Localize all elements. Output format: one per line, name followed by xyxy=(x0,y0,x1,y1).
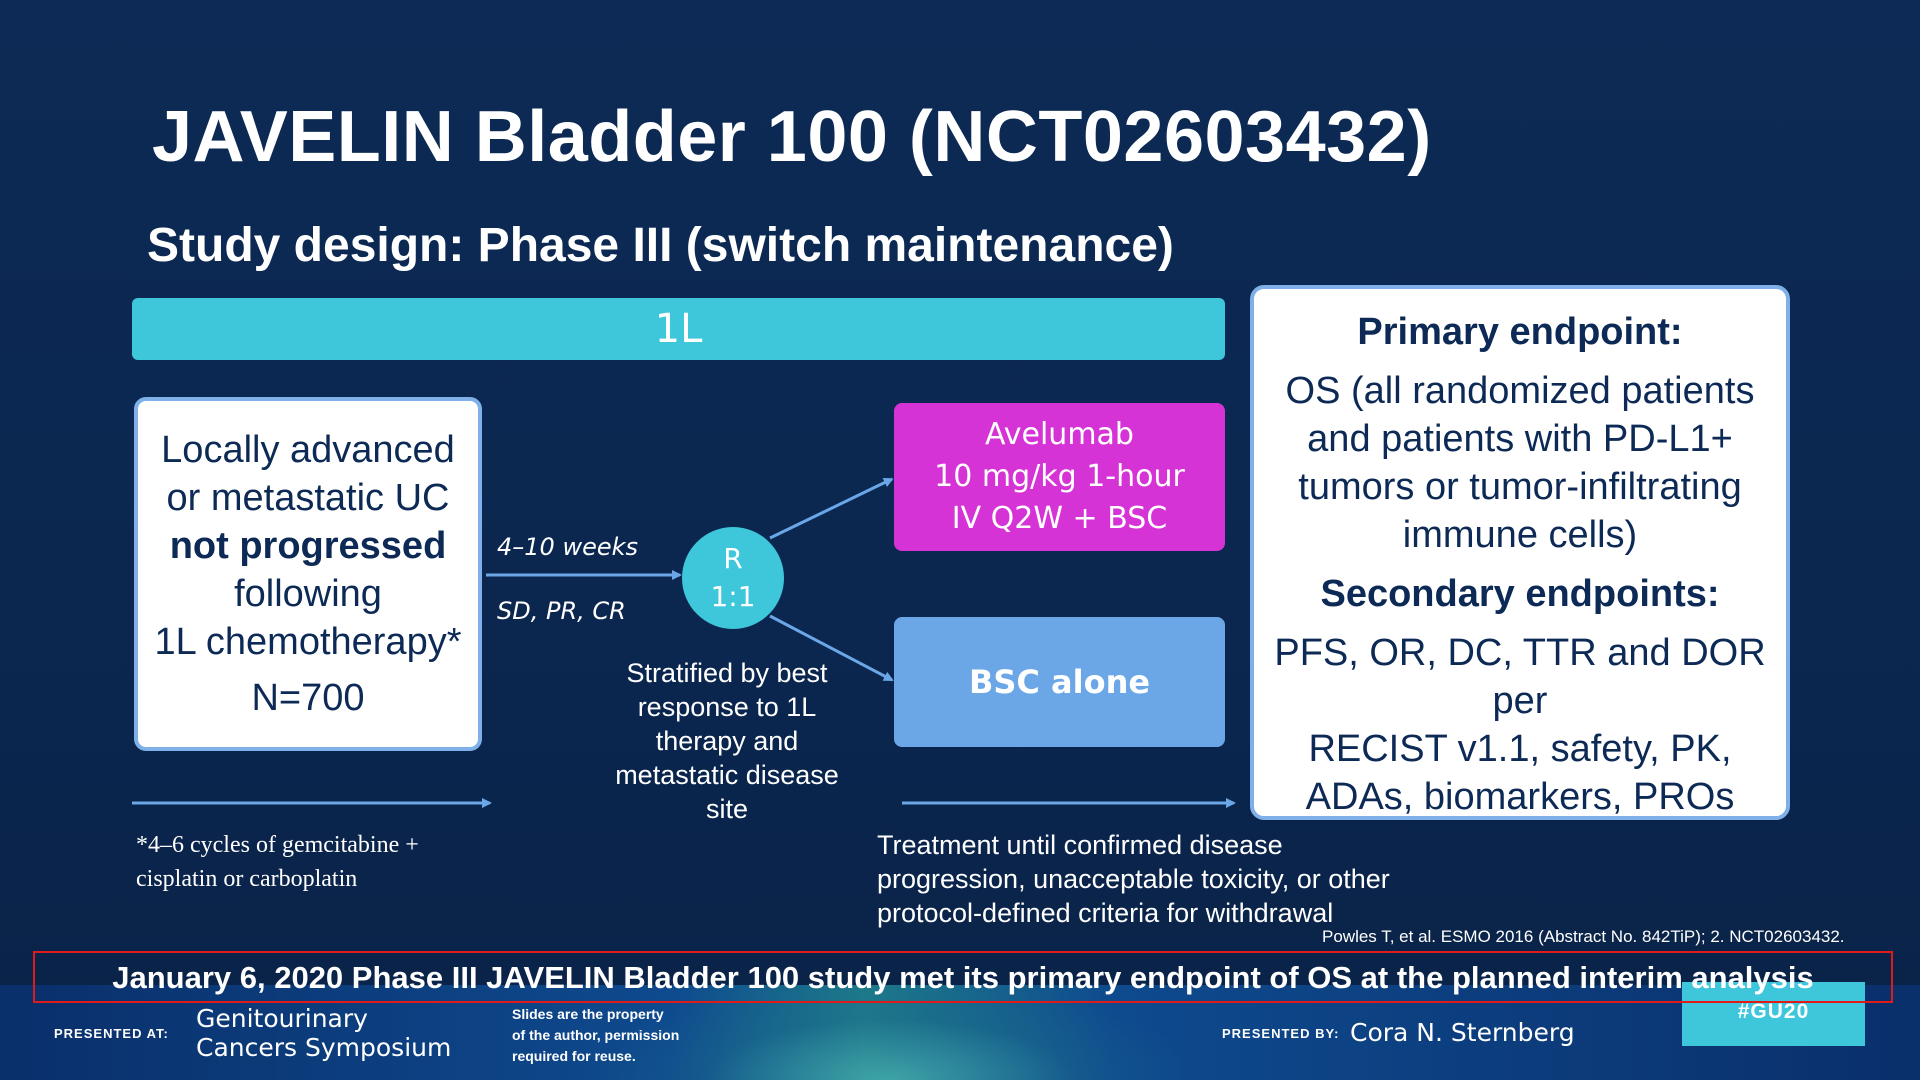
response-label: SD, PR, CR xyxy=(497,597,626,625)
arrow-to-arm-b xyxy=(769,614,894,682)
symposium-line-2: Cancers Symposium xyxy=(196,1033,452,1062)
slide-title: JAVELIN Bladder 100 (NCT02603432) xyxy=(152,97,1432,177)
patient-line-2: or metastatic UC xyxy=(166,477,450,519)
primary-endpoint-line-1: OS (all randomized patients xyxy=(1285,370,1755,412)
property-line-2: of the author, permission xyxy=(512,1027,680,1043)
reference-citation: Powles T, et al. ESMO 2016 (Abstract No.… xyxy=(1322,927,1845,946)
stratification-text: Stratified by best response to 1L therap… xyxy=(615,658,839,824)
line-of-therapy-band: 1L xyxy=(132,298,1225,360)
endpoints-box: Primary endpoint: OS (all randomized pat… xyxy=(1250,285,1790,820)
footer-bar xyxy=(0,985,1920,1080)
symposium-logo-text: Genitourinary Cancers Symposium xyxy=(196,1004,451,1062)
slide-property-notice: Slides are the property of the author, p… xyxy=(512,1004,679,1067)
primary-endpoint-line-2: and patients with PD-L1+ xyxy=(1307,418,1733,460)
bsc-arm-box: BSC alone xyxy=(894,617,1225,747)
secondary-endpoint-line-3: RECIST v1.1, safety, PK, xyxy=(1308,728,1732,770)
randomization-circle: R 1:1 xyxy=(682,527,784,629)
primary-endpoint-line-4: immune cells) xyxy=(1402,514,1638,556)
arm-a-line-1: Avelumab xyxy=(985,417,1134,452)
symposium-line-1: Genitourinary xyxy=(196,1004,368,1033)
avelumab-arm-box: Avelumab 10 mg/kg 1-hour IV Q2W + BSC xyxy=(894,403,1225,551)
randomization-ratio: 1:1 xyxy=(710,580,756,613)
slide: JAVELIN Bladder 100 (NCT02603432) Study … xyxy=(0,0,1920,985)
footer-background-graphic xyxy=(600,985,1180,1080)
patient-line-5: 1L chemotherapy* xyxy=(154,621,462,663)
hashtag-badge: #GU20 xyxy=(1682,982,1865,1046)
weeks-label: 4–10 weeks xyxy=(497,533,638,561)
primary-endpoint-heading: Primary endpoint: xyxy=(1357,311,1683,353)
treatment-duration-note: Treatment until confirmed disease progre… xyxy=(877,830,1390,928)
secondary-endpoint-heading: Secondary endpoints: xyxy=(1320,573,1720,615)
patient-population-box: Locally advanced or metastatic UC not pr… xyxy=(134,397,482,751)
flow-arrows xyxy=(132,477,1236,808)
primary-endpoint-line-3: tumors or tumor-infiltrating xyxy=(1298,466,1742,508)
arrow-to-arm-a xyxy=(769,477,894,540)
arm-a-line-3: IV Q2W + BSC xyxy=(951,501,1168,536)
patient-count: N=700 xyxy=(251,677,365,719)
property-line-1: Slides are the property xyxy=(512,1006,664,1022)
presented-by-label: PRESENTED BY: xyxy=(1222,1026,1340,1041)
patient-line-4: following xyxy=(234,573,382,615)
chemotherapy-footnote: *4–6 cycles of gemcitabine + cisplatin o… xyxy=(136,832,419,892)
presented-at-label: PRESENTED AT: xyxy=(54,1026,169,1041)
arm-a-line-2: 10 mg/kg 1-hour xyxy=(934,459,1185,494)
slide-subtitle: Study design: Phase III (switch maintena… xyxy=(147,219,1174,272)
patient-line-3: not progressed xyxy=(169,525,447,567)
secondary-endpoint-line-4: ADAs, biomarkers, PROs xyxy=(1305,776,1735,818)
property-line-3: required for reuse. xyxy=(512,1048,636,1064)
secondary-endpoint-line-1: PFS, OR, DC, TTR and DOR xyxy=(1274,632,1766,674)
patient-line-1: Locally advanced xyxy=(161,429,455,471)
news-banner: January 6, 2020 Phase III JAVELIN Bladde… xyxy=(33,951,1893,1003)
presenter-name: Cora N. Sternberg xyxy=(1350,1018,1575,1047)
secondary-endpoint-line-2: per xyxy=(1492,680,1548,722)
randomization-letter: R xyxy=(723,542,743,575)
